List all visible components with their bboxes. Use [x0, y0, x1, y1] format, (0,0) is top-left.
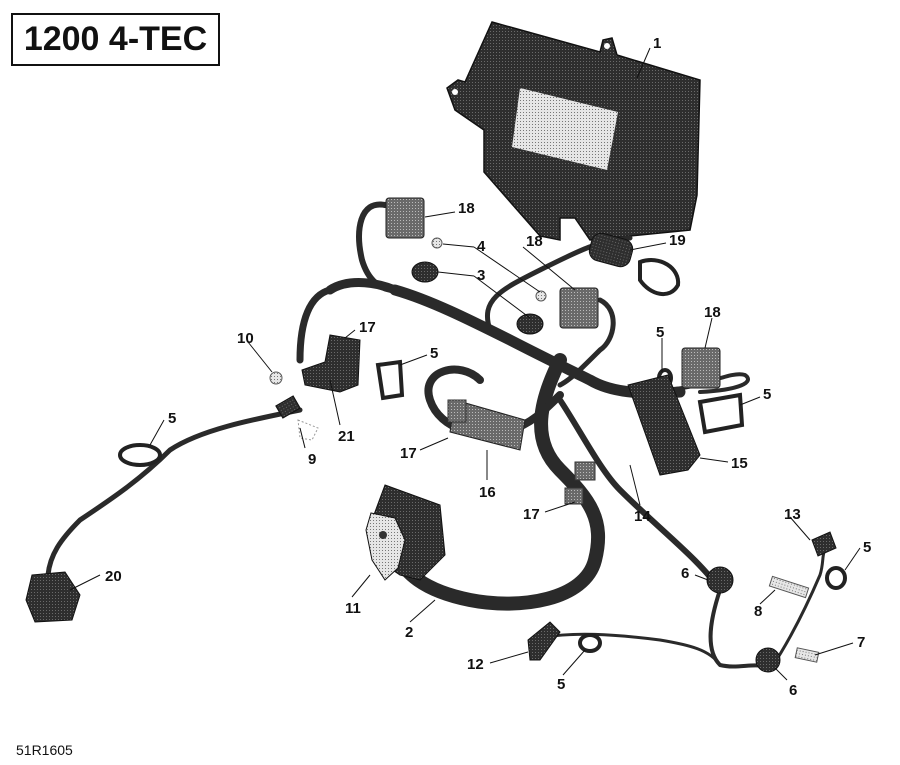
sensor-connector — [527, 531, 837, 661]
engine-control-module — [446, 21, 701, 241]
main-wiring-harness — [45, 201, 832, 672]
reference-code: 51R1605 — [16, 742, 73, 758]
leader-lines — [69, 47, 861, 681]
relay-bracket — [301, 334, 361, 393]
diagnostic-connector — [588, 232, 634, 268]
diagram-title: 1200 4-TEC — [23, 20, 208, 58]
callout-4: 4 — [477, 238, 486, 255]
callout-9: 9 — [308, 451, 317, 468]
callout-18: 18 — [526, 233, 543, 250]
callout-6: 6 — [789, 682, 798, 699]
callout-11: 11 — [345, 600, 361, 617]
callout-2: 2 — [405, 624, 414, 641]
connector — [25, 571, 81, 623]
callout-7: 7 — [857, 634, 866, 651]
title-box: 1200 4-TEC — [11, 13, 220, 66]
callout-5: 5 — [763, 386, 772, 403]
callout-21: 21 — [338, 428, 355, 445]
fuse-box — [365, 484, 446, 581]
callout-16: 16 — [479, 484, 496, 501]
callout-3: 3 — [477, 267, 486, 284]
main-connector — [627, 374, 701, 476]
callout-5: 5 — [863, 539, 872, 556]
callout-19: 19 — [669, 232, 686, 249]
callout-8: 8 — [754, 603, 763, 620]
callout-13: 13 — [784, 506, 801, 523]
callout-12: 12 — [467, 656, 484, 673]
relay — [681, 347, 721, 389]
harness-support — [447, 399, 596, 505]
callout-17: 17 — [359, 319, 376, 336]
grommet — [411, 261, 544, 335]
tie-wrap — [275, 395, 319, 441]
callout-15: 15 — [731, 455, 748, 472]
bolt — [768, 575, 820, 663]
callout-6: 6 — [681, 565, 690, 582]
callout-14: 14 — [634, 508, 651, 525]
callout-5: 5 — [557, 676, 566, 693]
callout-5: 5 — [656, 324, 665, 341]
callout-5: 5 — [168, 410, 177, 427]
callout-1: 1 — [653, 35, 662, 52]
callout-10: 10 — [237, 330, 254, 347]
callout-20: 20 — [105, 568, 122, 585]
tie-clamp — [118, 258, 847, 653]
callout-18: 18 — [704, 304, 721, 321]
relay — [385, 197, 425, 239]
callout-17: 17 — [400, 445, 417, 462]
callout-18: 18 — [458, 200, 475, 217]
relay — [559, 287, 599, 329]
callout-17: 17 — [523, 506, 540, 523]
callout-5: 5 — [430, 345, 439, 362]
screw — [269, 237, 547, 385]
grommet-ground — [706, 566, 781, 673]
